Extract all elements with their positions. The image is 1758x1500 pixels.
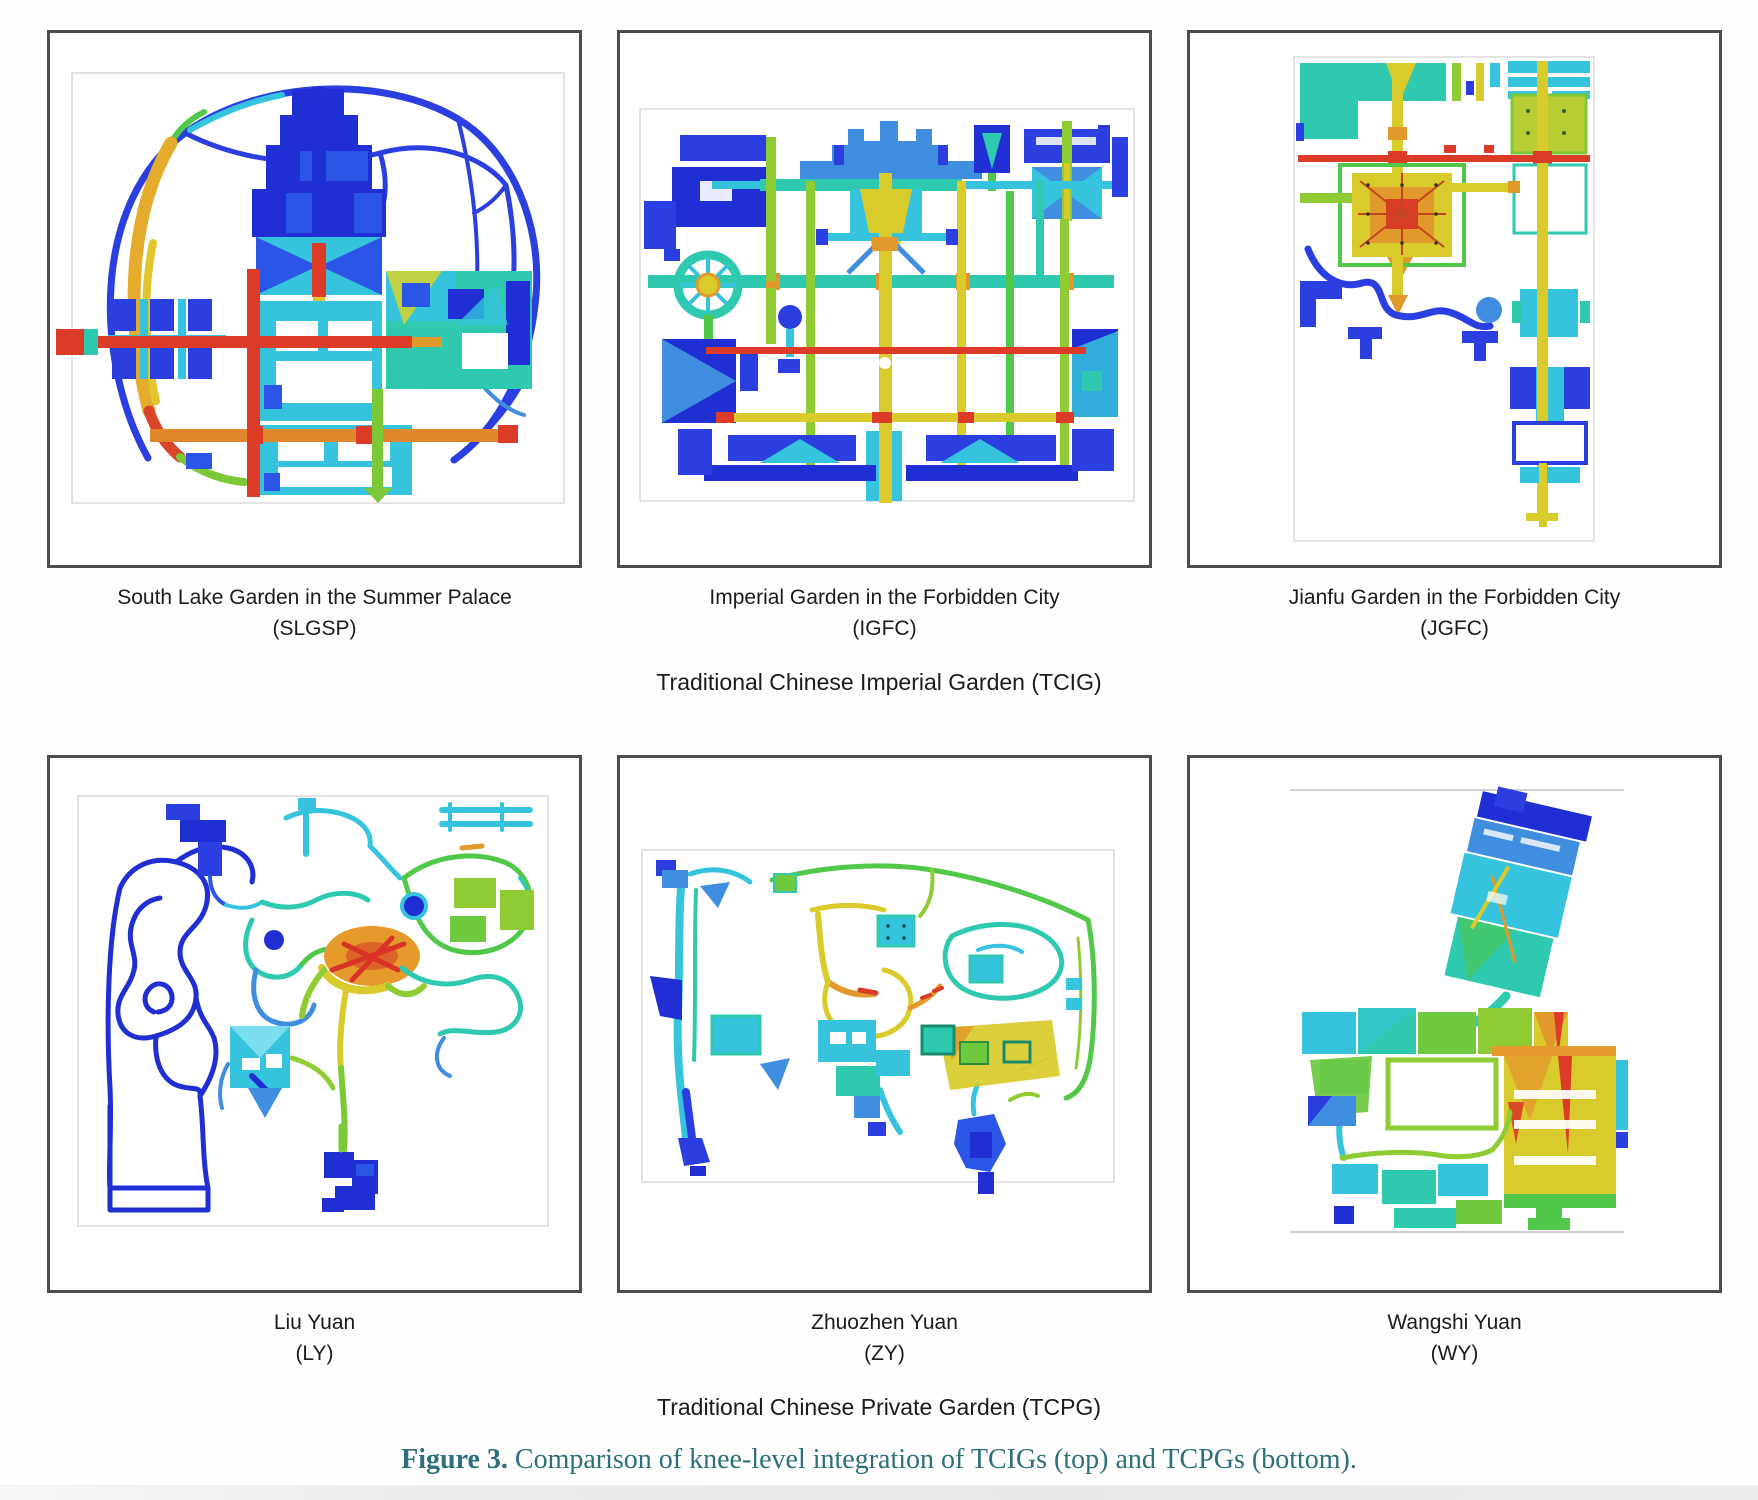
slgsp-title: South Lake Garden in the Summer Palace: [117, 586, 512, 609]
wy-abbr: (WY): [1430, 1342, 1479, 1365]
tcig-group: South Lake Garden in the Summer Palace (…: [0, 0, 1758, 698]
wy-caption: Wangshi Yuan (WY): [1187, 1307, 1722, 1369]
zy-caption: Zhuozhen Yuan (ZY): [617, 1307, 1152, 1369]
ly-map-frame: [47, 755, 582, 1293]
figure-caption-label: Figure 3.: [401, 1444, 508, 1475]
tcpg-group: Liu Yuan (LY): [0, 698, 1758, 1423]
slgsp-map-frame: [47, 30, 582, 568]
tcig-group-label: Traditional Chinese Imperial Garden (TCI…: [656, 669, 1102, 695]
igfc-map-image: [639, 108, 1135, 503]
figure-caption-text: Comparison of knee-level integration of …: [507, 1444, 1357, 1475]
igfc-title: Imperial Garden in the Forbidden City: [709, 586, 1060, 609]
slgsp-caption: South Lake Garden in the Summer Palace (…: [47, 582, 582, 644]
zy-map-frame: [617, 755, 1152, 1293]
panel-zy: Zhuozhen Yuan (ZY): [617, 755, 1152, 1369]
zy-title: Zhuozhen Yuan: [811, 1311, 958, 1334]
wy-map-frame: [1187, 755, 1722, 1293]
slgsp-map-image: [56, 72, 565, 504]
panel-slgsp: South Lake Garden in the Summer Palace (…: [47, 30, 582, 644]
jgfc-caption: Jianfu Garden in the Forbidden City (JGF…: [1187, 582, 1722, 644]
zy-abbr: (ZY): [864, 1342, 905, 1365]
panel-wy: Wangshi Yuan (WY): [1187, 755, 1722, 1369]
zy-map-image: [641, 849, 1115, 1194]
ly-abbr: (LY): [295, 1342, 334, 1365]
jgfc-title: Jianfu Garden in the Forbidden City: [1288, 586, 1621, 609]
figure-caption: Figure 3. Comparison of knee-level integ…: [0, 1441, 1758, 1479]
tcpg-group-label: Traditional Chinese Private Garden (TCPG…: [657, 1394, 1101, 1420]
jgfc-map-image: [1293, 56, 1595, 542]
panel-jgfc: Jianfu Garden in the Forbidden City (JGF…: [1187, 30, 1722, 644]
ly-caption: Liu Yuan (LY): [47, 1307, 582, 1369]
tcig-row: South Lake Garden in the Summer Palace (…: [0, 0, 1758, 644]
panel-ly: Liu Yuan (LY): [47, 755, 582, 1369]
panel-igfc: Imperial Garden in the Forbidden City (I…: [617, 30, 1152, 644]
jgfc-abbr: (JGFC): [1420, 617, 1489, 640]
wy-title: Wangshi Yuan: [1387, 1311, 1522, 1334]
jgfc-map-frame: [1187, 30, 1722, 568]
page-bottom-edge: [0, 1485, 1758, 1500]
wy-map-image: [1282, 786, 1632, 1234]
igfc-map-frame: [617, 30, 1152, 568]
slgsp-abbr: (SLGSP): [272, 617, 357, 640]
ly-map-image: [77, 795, 549, 1227]
igfc-caption: Imperial Garden in the Forbidden City (I…: [617, 582, 1152, 644]
tcpg-row: Liu Yuan (LY): [0, 698, 1758, 1369]
ly-title: Liu Yuan: [273, 1311, 356, 1334]
igfc-abbr: (IGFC): [852, 617, 917, 640]
